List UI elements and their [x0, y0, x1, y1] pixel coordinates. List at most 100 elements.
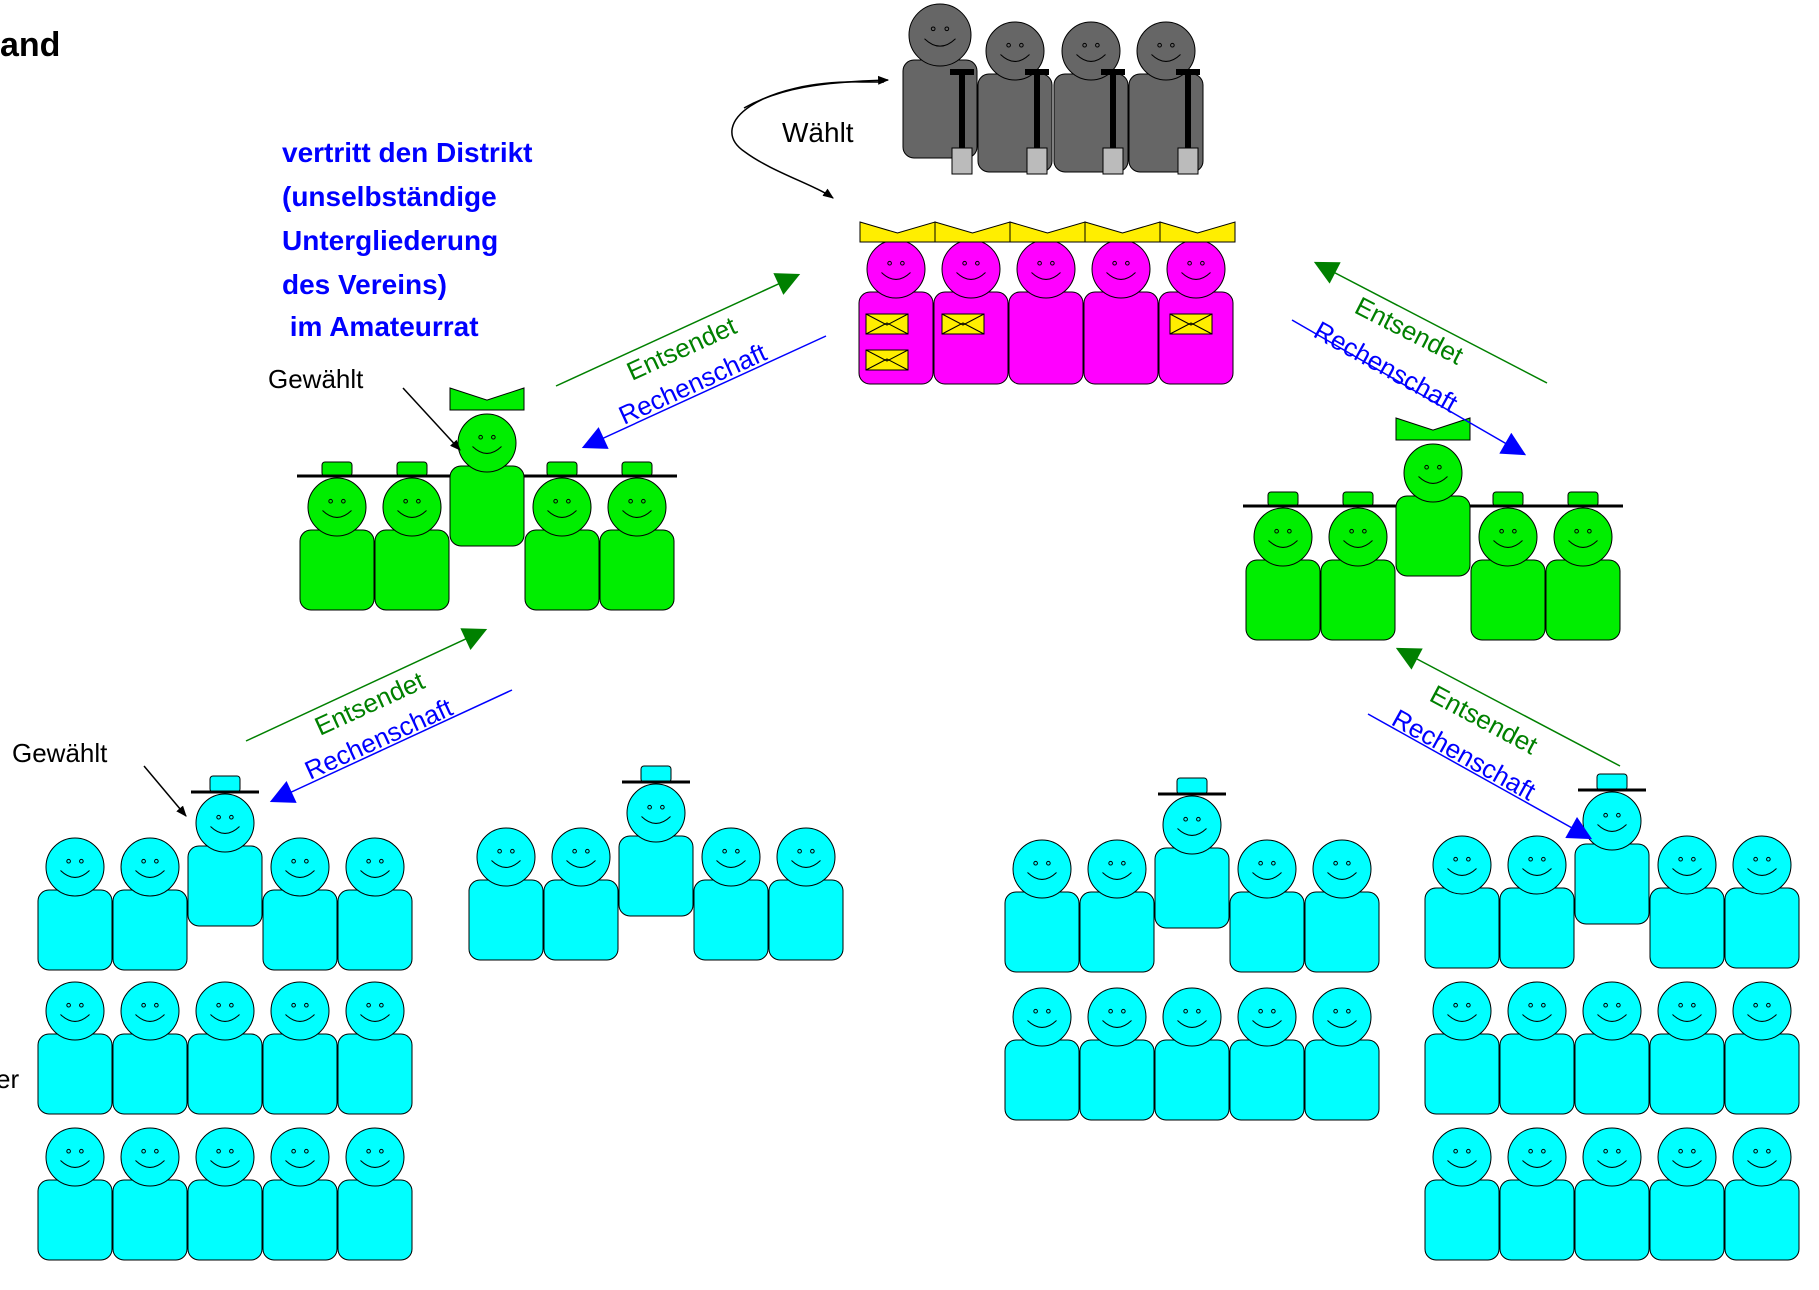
elected-member-figure: [187, 793, 263, 927]
hat-icon: [1578, 773, 1646, 792]
elected-member-figure: [1154, 795, 1230, 929]
note-line: des Vereins): [282, 269, 447, 300]
staff-icon: [1176, 69, 1200, 175]
member-figure: [1574, 1127, 1650, 1261]
member-figure: [1229, 839, 1305, 973]
elected-member-figure: [618, 783, 694, 917]
delegate-figure: [1545, 507, 1621, 641]
council-figure: [1008, 239, 1084, 385]
member-figure: [337, 837, 413, 971]
council: [858, 221, 1236, 385]
member-figure: [1229, 987, 1305, 1121]
elected-delegate-figure: [449, 413, 525, 547]
member-figure: [1574, 981, 1650, 1115]
delegate-figure: [1320, 507, 1396, 641]
member-figure: [1724, 1127, 1800, 1261]
member-figure: [112, 981, 188, 1115]
entsendet-arrow: [1313, 261, 1548, 384]
hat-icon: [1543, 491, 1623, 508]
entsendet-arrow: [1395, 647, 1621, 767]
gewaehlt-pointer-upper: Gewählt: [268, 364, 461, 451]
crown-icon: [449, 387, 525, 411]
link-left-members: Entsendet Rechenschaft: [245, 628, 513, 803]
crown-icon: [1009, 221, 1086, 243]
hat-icon: [372, 461, 452, 478]
member-figure: [37, 1127, 113, 1261]
council-figure: [1083, 239, 1159, 385]
hat-icon: [1318, 491, 1398, 508]
rechenschaft-arrow: [1291, 319, 1527, 456]
council-figure: [1158, 239, 1234, 385]
crown-icon: [1159, 221, 1236, 243]
crown-icon: [1395, 417, 1471, 441]
rechenschaft-arrow: [581, 335, 827, 449]
page-title: and: [0, 26, 60, 64]
note-line: vertritt den Distrikt: [282, 137, 533, 168]
member-figure: [768, 827, 844, 961]
hat-icon: [297, 461, 377, 478]
hat-icon: [1158, 777, 1226, 796]
rechenschaft-arrow: [269, 689, 513, 803]
council-figure: [933, 239, 1009, 385]
member-figure: [1304, 987, 1380, 1121]
gewaehlt-pointer-lower: Gewählt: [12, 738, 187, 817]
hat-icon: [1468, 491, 1548, 508]
member-figure: [1724, 981, 1800, 1115]
member-figure: [1499, 835, 1575, 969]
note-line: (unselbständige: [282, 181, 497, 212]
hat-icon: [622, 765, 690, 784]
member-figure: [1004, 987, 1080, 1121]
member-figure: [37, 837, 113, 971]
staff-icon: [1101, 69, 1125, 175]
member-figure: [1499, 1127, 1575, 1261]
member-figure: [1154, 987, 1230, 1121]
hat-icon: [191, 775, 259, 794]
note-line: Untergliederung: [282, 225, 498, 256]
delegate-figure: [374, 477, 450, 611]
member-figure: [112, 837, 188, 971]
members-a: [37, 775, 413, 1261]
crown-badge-icon: [941, 313, 985, 335]
crown-icon: [934, 221, 1011, 243]
member-figure: [112, 1127, 188, 1261]
delegate-figure: [524, 477, 600, 611]
delegate-figure: [299, 477, 375, 611]
hat-icon: [522, 461, 602, 478]
member-figure: [693, 827, 769, 961]
delegate-figure: [599, 477, 675, 611]
member-figure: [337, 1127, 413, 1261]
member-figure: [1499, 981, 1575, 1115]
members-b: [468, 765, 844, 961]
waehlt-curve-out: [743, 75, 890, 109]
rechenschaft-arrow: [1367, 713, 1593, 840]
delegate-figure: [1470, 507, 1546, 641]
member-figure: [468, 827, 544, 961]
crown-badge-icon: [865, 349, 909, 371]
delegates-right: [1243, 417, 1623, 641]
member-figure: [1004, 839, 1080, 973]
waehlt-label: Wählt: [782, 117, 854, 148]
staff-icon: [950, 69, 974, 175]
district-note: vertritt den Distrikt (unselbständige Un…: [282, 137, 533, 342]
people-layer: [37, 3, 1800, 1261]
crown-badge-icon: [865, 313, 909, 335]
staff-icon: [1025, 69, 1049, 175]
member-figure: [1724, 835, 1800, 969]
gewaehlt-label: Gewählt: [12, 738, 108, 768]
cropped-label: er: [0, 1064, 19, 1094]
crown-icon: [1084, 221, 1161, 243]
crown-icon: [859, 221, 936, 243]
member-figure: [1079, 839, 1155, 973]
member-figure: [1424, 981, 1500, 1115]
member-figure: [1079, 987, 1155, 1121]
waehlt-connector: Wählt: [731, 75, 890, 199]
member-figure: [1649, 1127, 1725, 1261]
member-figure: [337, 981, 413, 1115]
member-figure: [1649, 981, 1725, 1115]
member-figure: [187, 981, 263, 1115]
delegates-left: [297, 387, 677, 611]
hat-icon: [597, 461, 677, 478]
note-line: im Amateurrat: [282, 311, 479, 342]
